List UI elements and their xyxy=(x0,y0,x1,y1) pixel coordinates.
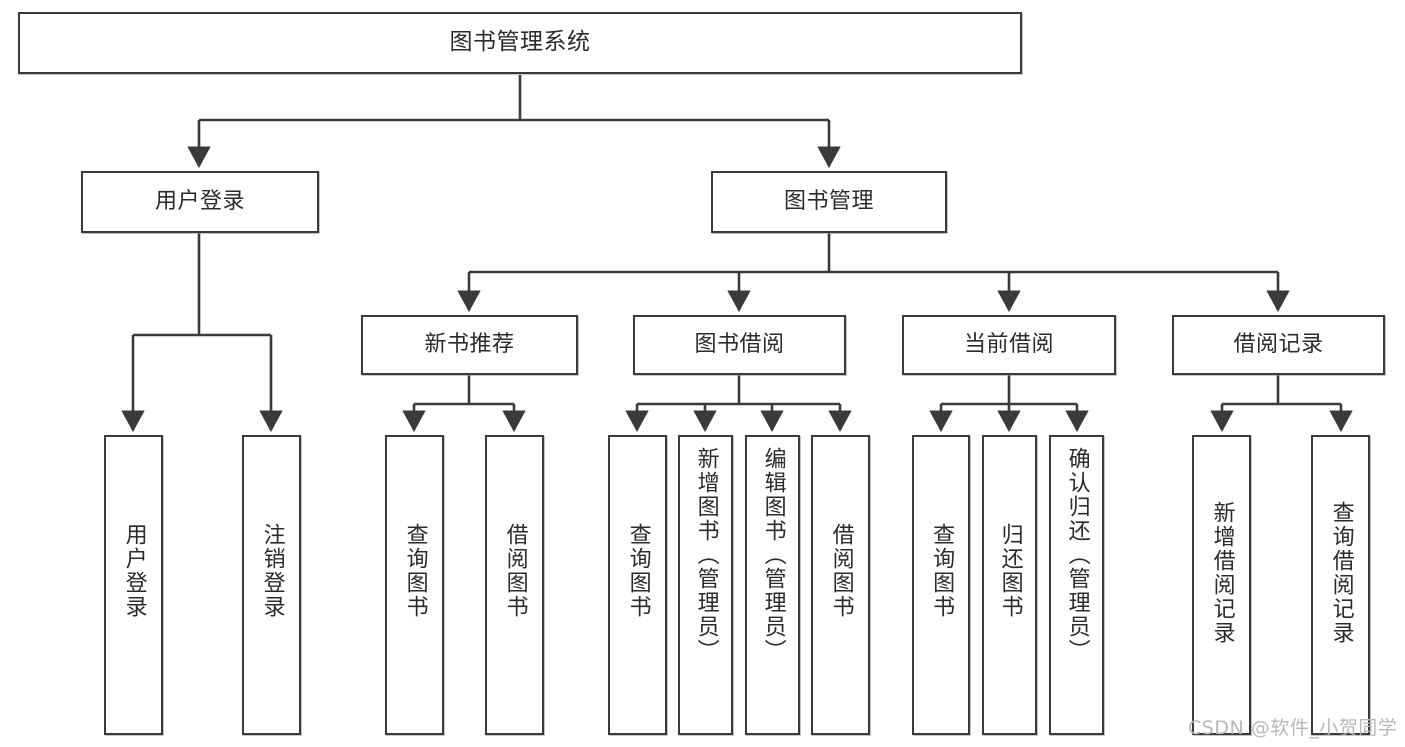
node-borrow-record-label: 借阅记录 xyxy=(1233,332,1324,358)
node-leaf-borrow-book[interactable]: 借阅图书 xyxy=(811,435,870,735)
node-leaf-current-query-book[interactable]: 查询图书 xyxy=(912,435,970,735)
node-new-book-recommend[interactable]: 新书推荐 xyxy=(361,315,578,375)
node-current-borrow[interactable]: 当前借阅 xyxy=(902,315,1116,375)
node-leaf-recommend-query-book-label: 查询图书 xyxy=(402,523,428,619)
node-leaf-edit-book-admin-label: 编辑图书（管理员） xyxy=(760,447,786,663)
node-leaf-borrow-query-book-label: 查询图书 xyxy=(625,523,651,619)
node-leaf-return-book[interactable]: 归还图书 xyxy=(982,435,1037,735)
node-book-borrow[interactable]: 图书借阅 xyxy=(633,315,846,375)
node-root-book-management-system[interactable]: 图书管理系统 xyxy=(18,12,1022,74)
node-leaf-recommend-query-book[interactable]: 查询图书 xyxy=(385,435,444,735)
node-book-management[interactable]: 图书管理 xyxy=(711,171,947,233)
node-root-label: 图书管理系统 xyxy=(449,29,591,56)
node-leaf-recommend-borrow-book[interactable]: 借阅图书 xyxy=(485,435,544,735)
node-leaf-add-borrow-record[interactable]: 新增借阅记录 xyxy=(1192,435,1251,735)
node-leaf-add-book-admin[interactable]: 新增图书（管理员） xyxy=(678,435,733,735)
node-leaf-current-query-book-label: 查询图书 xyxy=(929,523,955,619)
node-leaf-recommend-borrow-book-label: 借阅图书 xyxy=(502,523,528,619)
node-user-login[interactable]: 用户登录 xyxy=(81,171,319,233)
node-leaf-borrow-book-label: 借阅图书 xyxy=(828,523,854,619)
node-leaf-query-borrow-record-label: 查询借阅记录 xyxy=(1328,501,1354,645)
node-leaf-confirm-return-admin-label: 确认归还（管理员） xyxy=(1064,447,1090,663)
node-book-management-label: 图书管理 xyxy=(783,189,874,215)
node-leaf-return-book-label: 归还图书 xyxy=(997,523,1023,619)
node-leaf-user-login-label: 用户登录 xyxy=(121,523,147,619)
node-leaf-add-borrow-record-label: 新增借阅记录 xyxy=(1209,501,1235,645)
csdn-watermark: CSDN @软件_小贺同学 xyxy=(1188,717,1398,739)
node-leaf-edit-book-admin[interactable]: 编辑图书（管理员） xyxy=(745,435,800,735)
node-leaf-user-logout[interactable]: 注销登录 xyxy=(242,435,301,735)
node-leaf-user-login[interactable]: 用户登录 xyxy=(104,435,163,735)
node-borrow-record[interactable]: 借阅记录 xyxy=(1172,315,1385,375)
node-book-borrow-label: 图书借阅 xyxy=(694,332,785,358)
node-user-login-label: 用户登录 xyxy=(154,189,245,215)
node-leaf-add-book-admin-label: 新增图书（管理员） xyxy=(693,447,719,663)
node-current-borrow-label: 当前借阅 xyxy=(963,332,1054,358)
node-leaf-user-logout-label: 注销登录 xyxy=(259,523,285,619)
node-new-book-recommend-label: 新书推荐 xyxy=(424,332,515,358)
node-leaf-confirm-return-admin[interactable]: 确认归还（管理员） xyxy=(1049,435,1104,735)
node-leaf-borrow-query-book[interactable]: 查询图书 xyxy=(608,435,667,735)
node-leaf-query-borrow-record[interactable]: 查询借阅记录 xyxy=(1311,435,1370,735)
